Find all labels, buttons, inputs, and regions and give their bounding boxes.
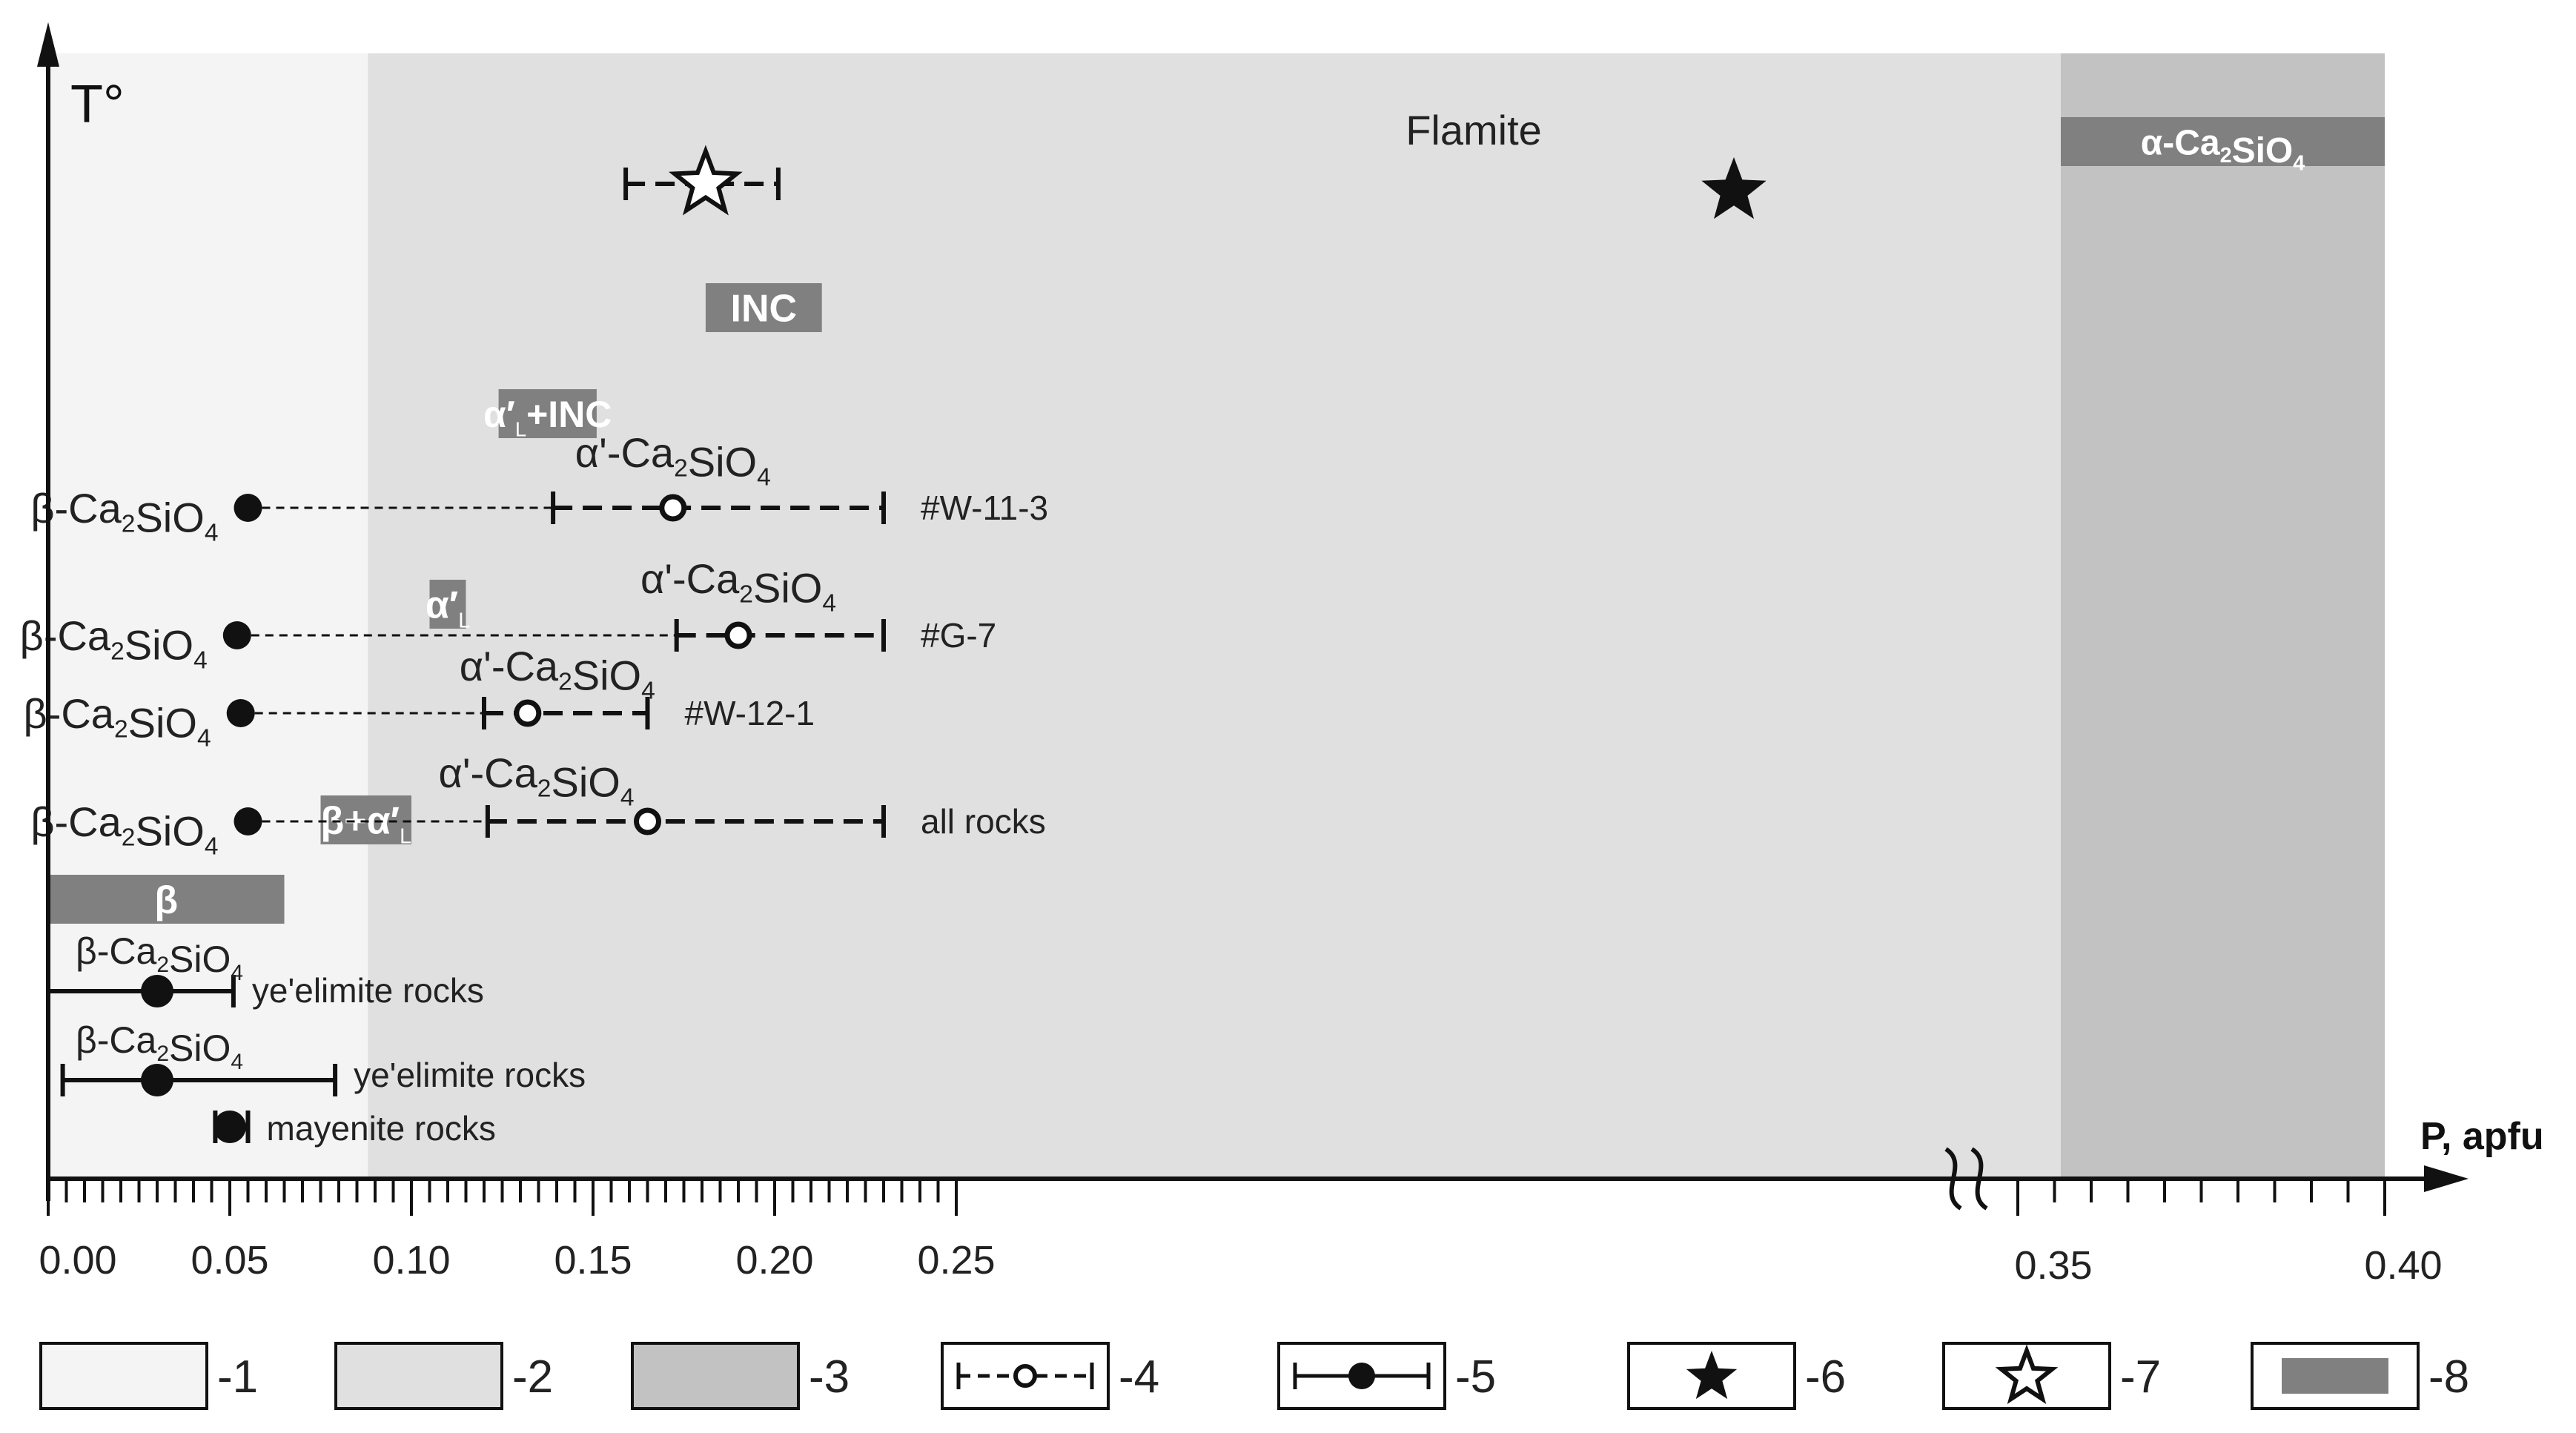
black-star-icon: [1701, 157, 1767, 219]
legend-swatch-2: [334, 1342, 503, 1410]
phase-box-5: [320, 795, 411, 844]
legend-label: -6: [1805, 1351, 1846, 1403]
legend-swatch-1: [39, 1342, 208, 1410]
legend-white-star-icon: [1995, 1344, 2059, 1405]
legend-phase-box: [2282, 1358, 2388, 1394]
legend-label: -5: [1455, 1351, 1496, 1403]
zone-2: [368, 53, 2062, 1179]
phase-box-1: [2061, 117, 2385, 166]
legend-label: -4: [1119, 1351, 1159, 1403]
phase-box-3: [498, 389, 597, 438]
alpha-point: [514, 699, 542, 727]
phase-box-label: α-Ca2SiO4: [2141, 123, 2305, 175]
legend-label: -8: [2428, 1351, 2469, 1403]
data-series: β-Ca2SiO4 α'-Ca2SiO4 #W-11-3 β-Ca2SiO4 α'-Ca…: [20, 107, 1767, 1148]
legend: -1 -2 -3 -4 -5 -6 -7 -8: [39, 1342, 2469, 1410]
legend-swatch-3: [631, 1342, 800, 1410]
legend-label: -2: [512, 1351, 553, 1403]
beta-point: [234, 807, 262, 835]
legend-label: -3: [809, 1351, 850, 1403]
beta-point: [226, 699, 255, 727]
legend-label: -7: [2120, 1351, 2161, 1403]
axis-break-icon: [1970, 1147, 1988, 1211]
beta-label: β-Ca2SiO4: [24, 690, 211, 752]
x-tick-label: 0.05: [191, 1238, 268, 1283]
beta-label: β-Ca2SiO4: [20, 612, 208, 675]
beta-label: β-Ca2SiO4: [30, 485, 218, 547]
alpha-label: α'-Ca2SiO4: [438, 749, 634, 812]
legend-open-circle-icon: [1013, 1364, 1037, 1388]
phase-box-4: [429, 580, 466, 629]
beta-range-point: [141, 975, 173, 1007]
beta-range-label: β-Ca2SiO4: [76, 1019, 243, 1074]
beta-range-note: ye'elimite rocks: [354, 1056, 586, 1094]
zone-3: [2061, 53, 2385, 1179]
legend-black-star-icon: [1686, 1351, 1738, 1400]
x-tick-label: 0.35: [2014, 1243, 2092, 1288]
axes: T° P, apfu 0.00 0.05 0.10 0.15 0.20 0.25 0.35 0.4…: [37, 22, 2544, 1288]
sample-label: #W-11-3: [921, 489, 1048, 527]
sample-label: #G-7: [921, 616, 996, 655]
phase-box-label: β+α′L: [321, 800, 411, 849]
phase-box-2: [705, 283, 822, 332]
y-axis-label: T°: [70, 75, 125, 134]
phase-box-label: INC: [731, 288, 798, 331]
alpha-label: α'-Ca2SiO4: [460, 643, 655, 705]
beta-point: [234, 494, 262, 522]
zones: [48, 53, 2385, 1179]
alpha-label: α'-Ca2SiO4: [640, 555, 836, 618]
beta-label: β-Ca2SiO4: [30, 798, 218, 861]
phase-box-6: [48, 875, 285, 924]
beta-point: [222, 621, 251, 649]
phase-box-label: α′L+INC: [483, 394, 612, 441]
sample-label: #W-12-1: [685, 694, 815, 732]
phase-box-label: α′L: [426, 584, 470, 633]
beta-range-label: β-Ca2SiO4: [76, 930, 243, 985]
x-tick-label: 0.25: [917, 1238, 995, 1283]
axis-break-icon: [1944, 1147, 1962, 1211]
alpha-point: [724, 621, 752, 649]
flamite-label: Flamite: [1405, 107, 1542, 153]
beta-range-point: [141, 1064, 173, 1096]
alpha-point: [634, 807, 661, 835]
x-tick-label: 0.10: [372, 1238, 450, 1283]
sample-label: all rocks: [921, 802, 1046, 841]
x-tick-label: 0.15: [554, 1238, 632, 1283]
phase-box-label: β: [154, 879, 178, 922]
x-axis-arrow-icon: [2424, 1165, 2469, 1192]
legend-filled-circle-icon: [1348, 1363, 1375, 1389]
beta-range-note: ye'elimite rocks: [252, 971, 484, 1010]
x-tick-label: 0.40: [2364, 1243, 2442, 1288]
flamite-star-icon: [668, 145, 743, 216]
legend-label: -1: [217, 1351, 258, 1403]
beta-range-note: mayenite rocks: [267, 1109, 496, 1148]
x-axis-label: P, apfu: [2420, 1115, 2544, 1158]
alpha-label: α'-Ca2SiO4: [575, 429, 771, 492]
beta-range-point: [213, 1111, 246, 1143]
alpha-point: [659, 494, 687, 522]
y-axis-arrow-icon: [37, 22, 59, 67]
x-tick-label: 0.20: [735, 1238, 813, 1283]
x-tick-label: 0.00: [39, 1238, 116, 1283]
